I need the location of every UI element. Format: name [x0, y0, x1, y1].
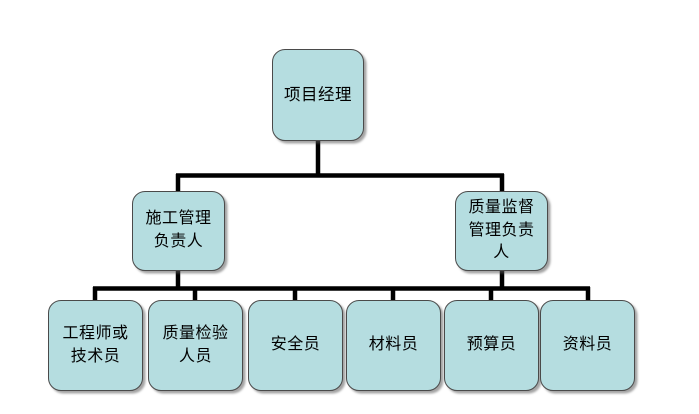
node-label-project-manager: 项目经理	[284, 85, 352, 105]
node-budget-officer[interactable]: 预算员	[444, 300, 539, 391]
node-safety-officer[interactable]: 安全员	[248, 300, 343, 391]
node-label-quality-inspection-staff: 质量检验 人员	[162, 324, 229, 365]
node-construction-management-lead[interactable]: 施工管理 负责人	[132, 191, 225, 271]
node-documentation-officer[interactable]: 资料员	[540, 300, 635, 391]
node-engineer-or-technician[interactable]: 工程师或 技术员	[48, 300, 143, 391]
node-label-construction-management-lead: 施工管理 负责人	[145, 210, 212, 250]
node-label-documentation-officer: 资料员	[562, 336, 613, 354]
node-quality-supervision-lead[interactable]: 质量监督 管理负责 人	[455, 191, 548, 271]
node-label-budget-officer: 预算员	[466, 336, 517, 354]
node-label-engineer-or-technician: 工程师或 技术员	[62, 324, 129, 365]
node-project-manager[interactable]: 项目经理	[272, 49, 364, 141]
node-label-materials-officer: 材料员	[368, 336, 419, 354]
node-label-safety-officer: 安全员	[270, 336, 321, 354]
node-label-quality-supervision-lead: 质量监督 管理负责 人	[468, 198, 535, 262]
node-quality-inspection-staff[interactable]: 质量检验 人员	[148, 300, 243, 391]
node-materials-officer[interactable]: 材料员	[346, 300, 441, 391]
